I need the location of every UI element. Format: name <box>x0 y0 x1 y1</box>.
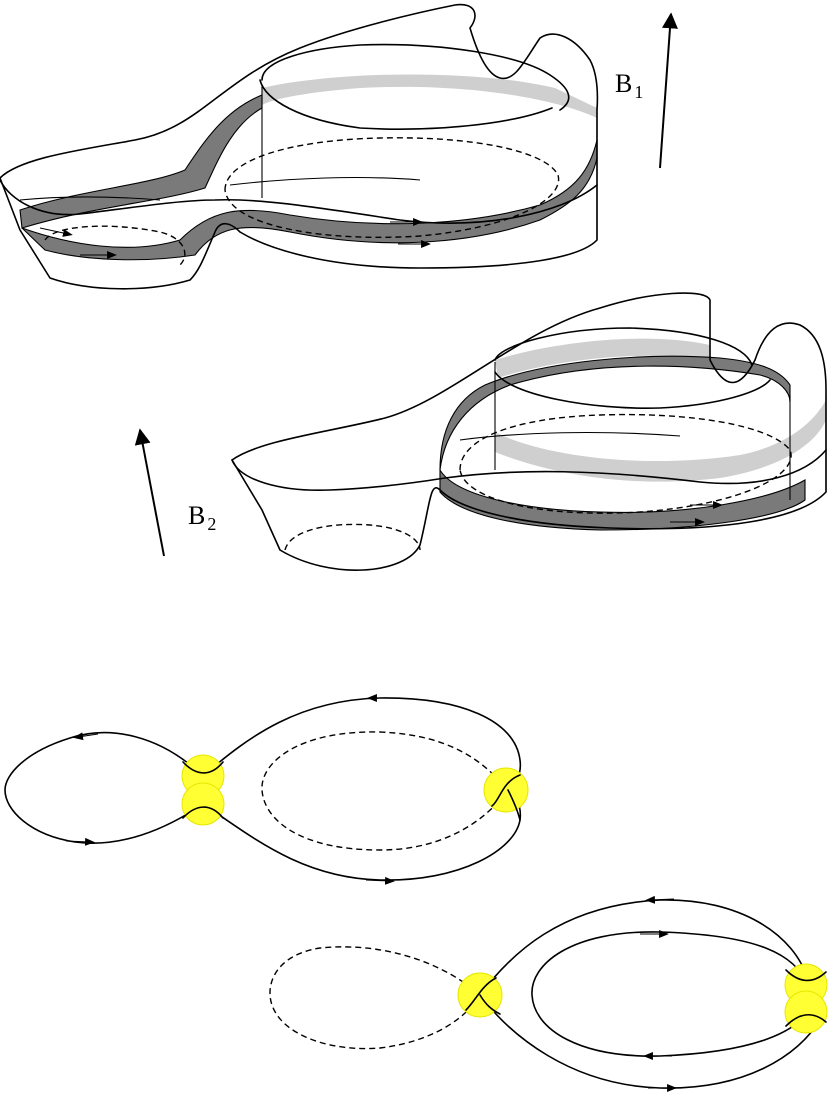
upper-node-right <box>483 767 529 813</box>
field-arrow-b2 <box>134 428 165 557</box>
surface-top-hidden-ellipse <box>224 137 560 239</box>
upper-arrow-bottom <box>365 876 395 885</box>
surface-bottom-seam <box>459 431 681 441</box>
upper-node-bottom <box>181 782 225 826</box>
lower-hidden-loop <box>269 946 481 1050</box>
surface-bottom-outline <box>231 292 827 571</box>
surface-bottom-inner-rim <box>494 327 771 409</box>
surface-bottom <box>231 292 827 571</box>
surface-top-hidden-left <box>44 225 186 266</box>
lower-arrow-outer-top <box>645 895 675 904</box>
surface-bottom-light-band-front <box>495 400 826 482</box>
surface-top-outline <box>0 3 599 290</box>
upper-crossing-bottom <box>182 806 224 819</box>
upper-crossing-right <box>491 774 521 821</box>
orbit-graph-upper <box>4 694 529 885</box>
lower-outer-loop-bottom <box>479 994 827 1089</box>
surface-top-light-band <box>262 74 597 118</box>
lower-crossing-left <box>465 977 501 1015</box>
surface-bottom-hidden-left <box>284 523 421 551</box>
field-arrow-b1 <box>659 12 678 169</box>
surface-bottom-dark-band <box>439 355 791 471</box>
lower-inner-loop <box>531 931 809 1057</box>
lower-crossing-right-bottom <box>785 1014 827 1027</box>
surface-top-dark-band <box>19 94 263 229</box>
upper-left-arrow-top <box>73 732 99 741</box>
upper-crossing-top <box>182 761 224 774</box>
surface-bottom-light-band-back <box>495 338 710 378</box>
surface-top-orbit-arrow-1 <box>39 227 73 237</box>
lower-crossing-right-top <box>785 969 827 982</box>
upper-left-loop <box>4 731 204 844</box>
surface-top-seam <box>19 176 421 201</box>
surface-bottom-dark-band-low <box>439 468 806 531</box>
upper-hidden-loop <box>261 731 509 851</box>
surface-top-front-rim <box>0 179 598 224</box>
lower-node-right-bottom <box>784 990 828 1034</box>
surface-bottom-hidden-ellipse <box>459 413 792 514</box>
upper-right-loop-bottom <box>202 789 522 881</box>
orbit-graph-lower <box>269 895 828 1092</box>
surface-top <box>0 3 599 290</box>
upper-right-loop-top <box>202 697 522 791</box>
surface-top-inner-rim <box>259 43 570 130</box>
surface-bottom-front-rim <box>231 449 827 492</box>
lower-outer-loop-top <box>479 899 809 996</box>
upper-left-arrow-bottom <box>65 837 95 846</box>
